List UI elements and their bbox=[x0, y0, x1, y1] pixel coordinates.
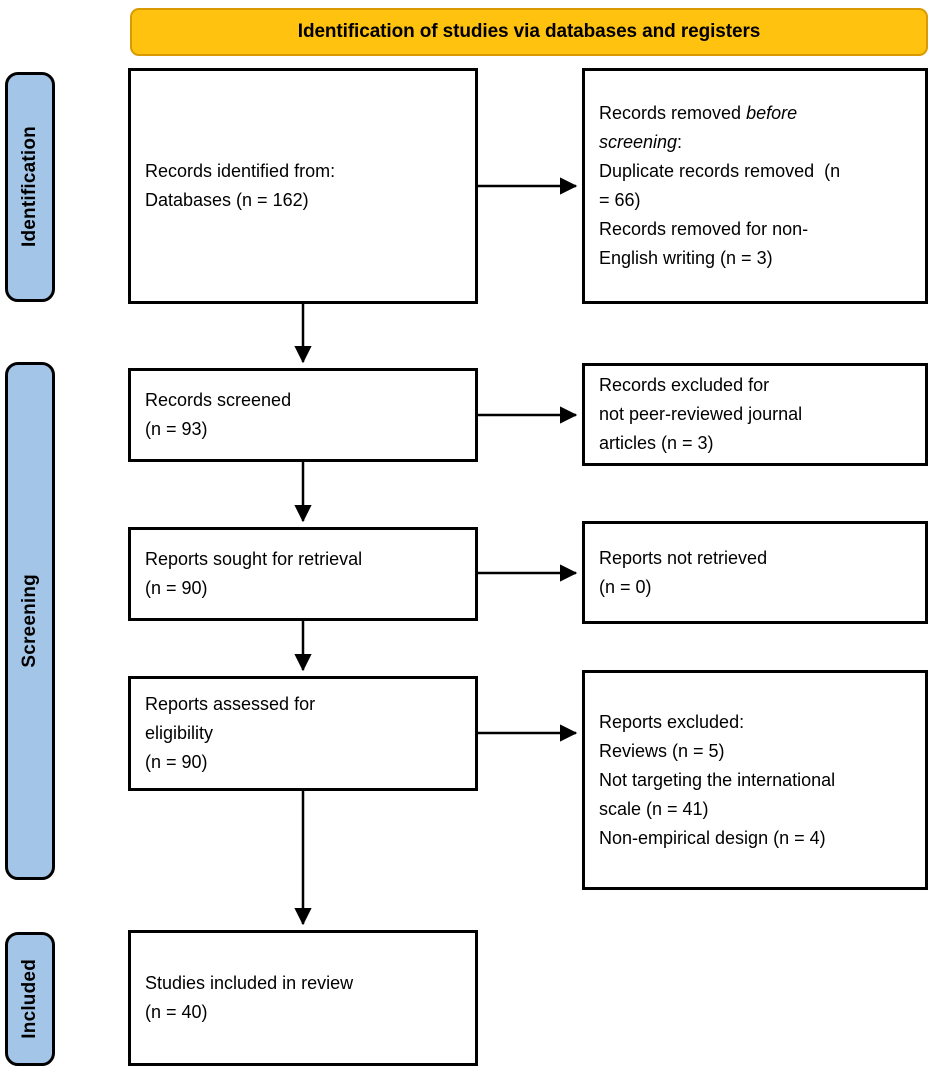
phase-header-identification: Identification of studies via databases … bbox=[130, 8, 928, 56]
box-records-removed-before-screening: Records removed before screening: Duplic… bbox=[582, 68, 928, 304]
stage-rail-included-label: Included bbox=[19, 959, 40, 1039]
reports-assessed-line-3: (n = 90) bbox=[145, 752, 208, 772]
reports-not-retrieved-line-1: Reports not retrieved bbox=[599, 547, 768, 568]
records-removed-line-4: = 66) bbox=[599, 190, 641, 210]
records-removed-line-1-plain: Records removed bbox=[599, 103, 747, 123]
reports-excluded-line-5: Non-empirical design (n = 4) bbox=[599, 827, 826, 848]
reports-assessed-line-2: eligibility bbox=[145, 723, 214, 743]
reports-sought-line-1: Reports sought for retrieval bbox=[145, 549, 363, 569]
stage-rail-included: Included bbox=[5, 932, 55, 1066]
reports-excluded-line-1: Reports excluded: bbox=[599, 711, 745, 732]
reports-not-retrieved-line-2: (n = 0) bbox=[599, 576, 652, 597]
box-reports-excluded-eligibility: Reports excluded: Reviews (n = 5) Not ta… bbox=[582, 670, 928, 890]
box-studies-included-in-review: Studies included in review (n = 40) bbox=[128, 930, 478, 1066]
records-removed-line-6: English writing (n = 3) bbox=[599, 248, 773, 268]
box-records-excluded-screening: Records excluded for not peer-reviewed j… bbox=[582, 363, 928, 466]
records-removed-line-1: Records removed before bbox=[599, 99, 911, 128]
stage-rail-screening: Screening bbox=[5, 362, 55, 880]
studies-included-line-2: (n = 40) bbox=[145, 1002, 208, 1022]
phase-header-title: Identification of studies via databases … bbox=[297, 21, 761, 42]
records-removed-line-1-italic: before bbox=[746, 103, 798, 123]
records-removed-line-2-italic: screening bbox=[599, 132, 678, 152]
records-excluded-line-1: Records excluded for bbox=[599, 375, 770, 395]
stage-rail-identification: Identification bbox=[5, 72, 55, 302]
reports-excluded-line-4: scale (n = 41) bbox=[599, 798, 709, 819]
box-reports-not-retrieved: Reports not retrieved (n = 0) bbox=[582, 521, 928, 624]
records-removed-line-2: screening: bbox=[599, 128, 911, 157]
studies-included-line-1: Studies included in review bbox=[145, 973, 354, 993]
stage-rail-screening-label: Screening bbox=[19, 574, 40, 668]
reports-excluded-line-2: Reviews (n = 5) bbox=[599, 740, 725, 761]
records-removed-line-5: Records removed for non- bbox=[599, 219, 809, 239]
records-screened-line-1: Records screened bbox=[145, 390, 292, 410]
reports-assessed-line-1: Reports assessed for bbox=[145, 694, 316, 714]
records-screened-line-2: (n = 93) bbox=[145, 419, 208, 439]
records-identified-line-2: Databases (n = 162) bbox=[145, 190, 309, 210]
box-reports-assessed-for-eligibility: Reports assessed for eligibility (n = 90… bbox=[128, 676, 478, 791]
records-removed-line-3: Duplicate records removed (n bbox=[599, 161, 841, 181]
box-records-identified: Records identified from: Databases (n = … bbox=[128, 68, 478, 304]
reports-sought-line-2: (n = 90) bbox=[145, 578, 208, 598]
records-removed-line-2-plain: : bbox=[677, 132, 683, 152]
reports-excluded-line-3: Not targeting the international bbox=[599, 769, 836, 790]
box-reports-sought-for-retrieval: Reports sought for retrieval (n = 90) bbox=[128, 527, 478, 621]
records-excluded-line-2: not peer-reviewed journal bbox=[599, 404, 803, 424]
stage-rail-identification-label: Identification bbox=[19, 126, 40, 248]
box-records-screened: Records screened (n = 93) bbox=[128, 368, 478, 462]
records-excluded-line-3: articles (n = 3) bbox=[599, 433, 714, 453]
records-identified-line-1: Records identified from: bbox=[145, 161, 336, 181]
